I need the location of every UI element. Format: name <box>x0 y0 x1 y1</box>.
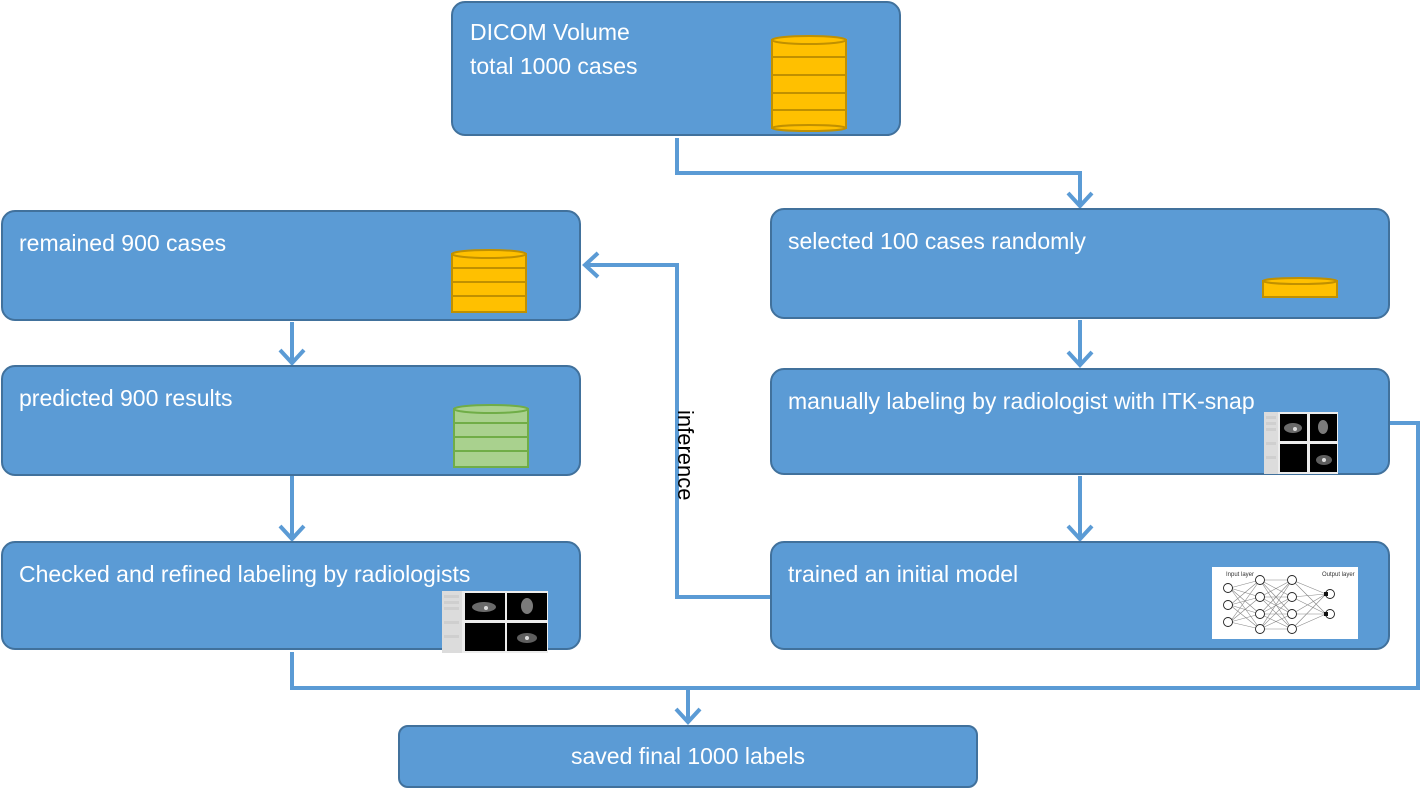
arrowhead <box>674 707 702 725</box>
node-predicted-label: predicted 900 results <box>19 385 233 411</box>
database-icon <box>771 35 847 132</box>
nn-input-layer-label: Input layer <box>1226 572 1254 578</box>
database-icon <box>1262 277 1338 298</box>
edge-inference-label: inference <box>673 410 698 501</box>
node-trained-label: trained an initial model <box>788 561 1019 587</box>
node-saved-labels: saved final 1000 labels <box>398 725 978 788</box>
node-checked-refined: Checked and refined labeling by radiolog… <box>1 541 581 653</box>
node-saved-label: saved final 1000 labels <box>571 743 805 769</box>
node-trained-model: trained an initial model Input layer Out… <box>770 541 1390 650</box>
results-database-icon <box>453 404 529 468</box>
arrow-checked-to-saved <box>290 421 1420 690</box>
node-checked-label: Checked and refined labeling by radiolog… <box>19 561 471 587</box>
node-selected-cases: selected 100 cases randomly <box>770 208 1390 319</box>
node-selected-label: selected 100 cases randomly <box>788 228 1086 254</box>
database-icon <box>451 249 527 313</box>
arrowhead <box>278 348 306 366</box>
itk-snap-screenshot-icon <box>1264 412 1338 474</box>
node-manual-labeling: manually labeling by radiologist with IT… <box>770 368 1390 475</box>
node-remained-label: remained 900 cases <box>19 230 227 256</box>
arrowhead <box>1066 191 1094 209</box>
neural-network-icon: Input layer Output layer <box>1212 567 1358 639</box>
arrow-dicom-to-selected <box>675 138 1082 205</box>
node-remained-cases: remained 900 cases <box>1 210 581 321</box>
node-predicted-results: predicted 900 results <box>1 365 581 476</box>
arrowhead <box>1066 350 1094 368</box>
node-dicom-volume: DICOM Volume total 1000 cases <box>451 1 901 136</box>
nn-output-layer-label: Output layer <box>1322 572 1355 578</box>
itk-snap-screenshot-icon <box>442 591 548 653</box>
arrowhead <box>1066 524 1094 542</box>
arrowhead <box>278 524 306 542</box>
node-dicom-subtitle: total 1000 cases <box>470 53 638 79</box>
node-manual-label: manually labeling by radiologist with IT… <box>788 388 1255 414</box>
arrow-inference <box>585 263 770 599</box>
arrowhead <box>582 251 600 279</box>
node-dicom-title: DICOM Volume <box>470 19 630 45</box>
